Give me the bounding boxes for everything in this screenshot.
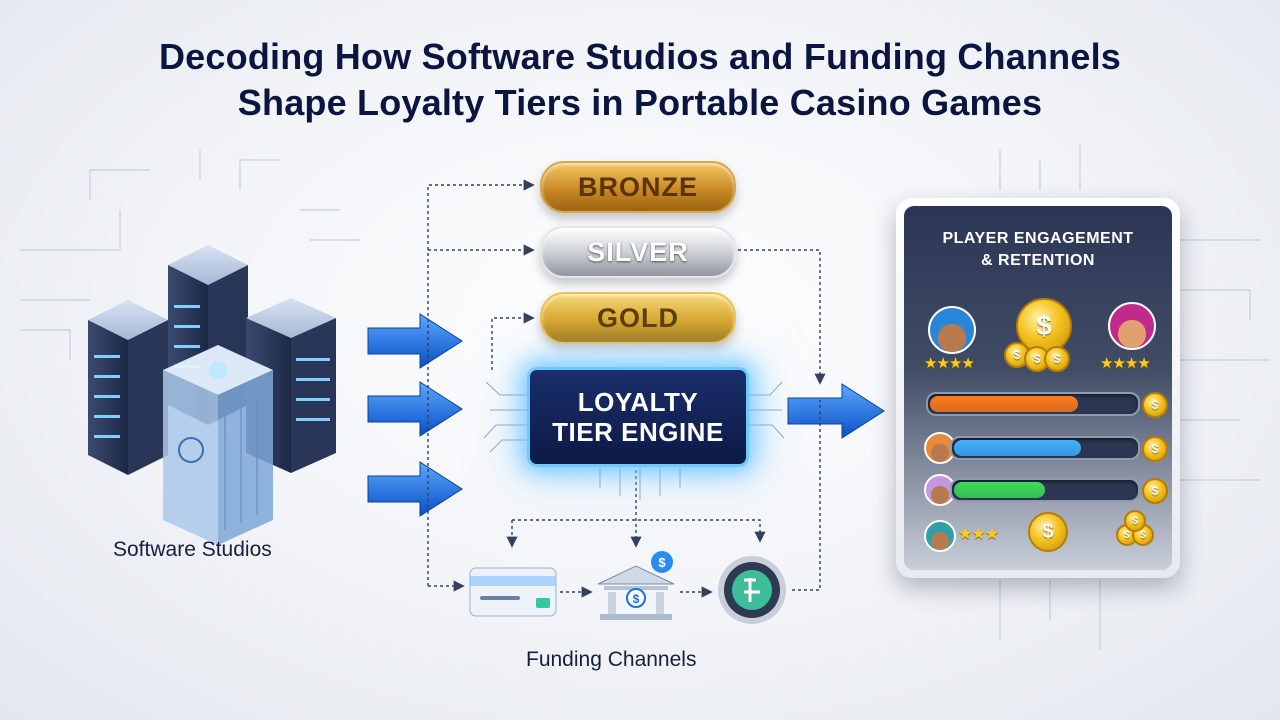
dashboard-title-line2: & RETENTION [981, 252, 1095, 269]
coin-icon: $ [1028, 512, 1068, 552]
svg-text:$: $ [658, 555, 666, 570]
coin-stack-icon: $ [1044, 346, 1070, 372]
coin-icon: $ [1142, 436, 1168, 462]
progress-fill-2 [954, 440, 1081, 456]
coin-icon: $ [1142, 478, 1168, 504]
dotted-connectors [427, 179, 826, 598]
engine-circuit-traces [483, 381, 785, 500]
loyalty-tier-engine: LOYALTY TIER ENGINE [527, 367, 749, 467]
progress-track-3 [950, 478, 1140, 502]
bank-icon: $ $ [597, 551, 675, 620]
credit-card-icon [469, 567, 557, 617]
player-avatar-icon [928, 306, 976, 354]
engine-label-line2: TIER ENGINE [552, 417, 724, 447]
engine-to-dashboard-arrow [787, 383, 885, 439]
winner-avatar-icon [1108, 302, 1156, 350]
circuit-traces-left [20, 150, 360, 360]
winner-rating-stars: ★★★★ [1100, 355, 1151, 372]
progress-fill-3 [954, 482, 1045, 498]
studio-arrow-1 [367, 313, 463, 369]
tier-bronze: BRONZE [540, 161, 736, 213]
page-title-line2: Shape Loyalty Tiers in Portable Casino G… [237, 82, 1043, 123]
funding-channels-label: Funding Channels [526, 648, 697, 671]
server-stack-icon [88, 245, 336, 545]
tier-silver: SILVER [540, 226, 736, 278]
engine-label-line1: LOYALTY [577, 387, 699, 417]
dashboard-title-line1: PLAYER ENGAGEMENT [942, 230, 1134, 247]
crypto-coin-icon [718, 556, 786, 624]
progress-track-1 [926, 392, 1140, 416]
dashboard-title: PLAYER ENGAGEMENT & RETENTION [904, 228, 1172, 272]
studio-arrows [367, 313, 463, 517]
player-avatar-icon [924, 520, 956, 552]
page-title-line1: Decoding How Software Studios and Fundin… [158, 36, 1121, 77]
tier-gold: GOLD [540, 292, 736, 344]
player-rating-stars: ★★★ [958, 526, 999, 543]
player-rating-stars: ★★★★ [924, 355, 975, 372]
coin-icon: $ [1142, 392, 1168, 418]
software-studios-label: Software Studios [113, 538, 272, 561]
dashboard-screen: PLAYER ENGAGEMENT & RETENTION ★★★★ $ $ $… [904, 206, 1172, 570]
studio-arrow-3 [367, 461, 463, 517]
progress-track-2 [950, 436, 1140, 460]
svg-text:$: $ [633, 592, 640, 606]
dashboard-tablet: PLAYER ENGAGEMENT & RETENTION ★★★★ $ $ $… [896, 198, 1180, 578]
progress-fill-1 [930, 396, 1078, 412]
circuit-traces-right [999, 145, 1270, 650]
studio-arrow-2 [367, 381, 463, 437]
coin-stack-icon: $ [1124, 510, 1146, 532]
